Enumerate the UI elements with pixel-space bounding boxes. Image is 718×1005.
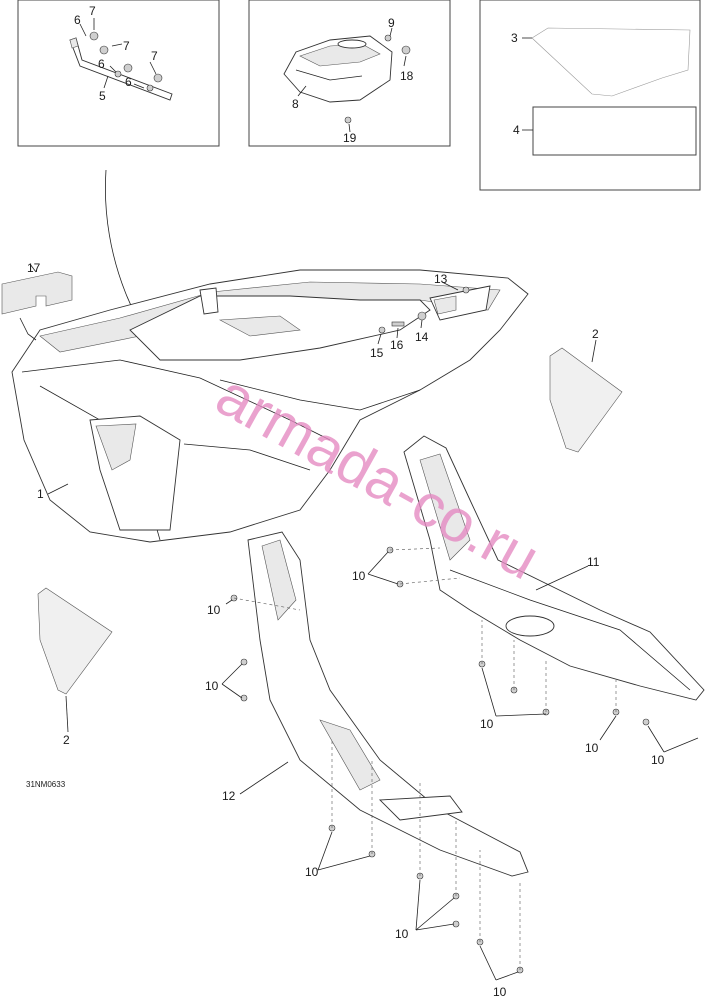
callout-6: 6 (125, 75, 132, 89)
decal-part-3 (531, 27, 691, 97)
foam-part-17 (1, 271, 73, 315)
callout-10: 10 (205, 679, 219, 693)
callout-6: 6 (98, 57, 105, 71)
rail-part-11 (403, 435, 705, 701)
leader-lines-inset2 (297, 27, 407, 133)
inset-box-decals (479, 0, 701, 191)
callout-17: 17 (27, 261, 41, 275)
clip-nuts (89, 31, 163, 92)
leader-lines-inset1 (79, 18, 157, 89)
callout-11: 11 (587, 555, 600, 569)
callout-5: 5 (99, 89, 106, 103)
callout-2: 2 (592, 327, 599, 341)
callout-7: 7 (89, 4, 96, 18)
cover-part-8 (283, 35, 393, 103)
callout-10: 10 (395, 927, 409, 941)
callout-3: 3 (511, 31, 518, 45)
callout-12: 12 (222, 789, 236, 803)
callout-13: 13 (434, 272, 448, 286)
screw-leaders (221, 551, 699, 981)
rail-part-12 (247, 531, 529, 877)
callout-18: 18 (400, 69, 414, 83)
callout-1: 1 (37, 487, 44, 501)
callout-10: 10 (305, 865, 319, 879)
callout-4: 4 (513, 123, 520, 137)
diagram-code: 31NM0633 (26, 780, 66, 789)
callout-10: 10 (585, 741, 599, 755)
callout-9: 9 (388, 16, 395, 30)
callout-2: 2 (63, 733, 70, 747)
callout-8: 8 (292, 97, 299, 111)
callout-10: 10 (480, 717, 494, 731)
callout-10: 10 (207, 603, 221, 617)
fasteners-inset2 (344, 34, 411, 124)
callout-10: 10 (651, 753, 665, 767)
callout-14: 14 (415, 330, 429, 344)
callout-19: 19 (343, 131, 357, 145)
callout-6: 6 (74, 13, 81, 27)
callout-16: 16 (390, 338, 404, 352)
fasteners-13-16 (378, 286, 470, 334)
callout-7: 7 (123, 39, 130, 53)
side-panel-part-2-right (549, 347, 623, 453)
decal-part-4 (532, 106, 697, 156)
screw-dash-axes (233, 547, 617, 970)
callout-10: 10 (493, 985, 507, 999)
side-panel-part-2-left (37, 587, 113, 695)
trim-strip-part-5 (69, 37, 173, 101)
hull-part-1 (11, 269, 529, 543)
callout-15: 15 (370, 346, 384, 360)
callout-7: 7 (151, 49, 158, 63)
callout-10: 10 (352, 569, 366, 583)
